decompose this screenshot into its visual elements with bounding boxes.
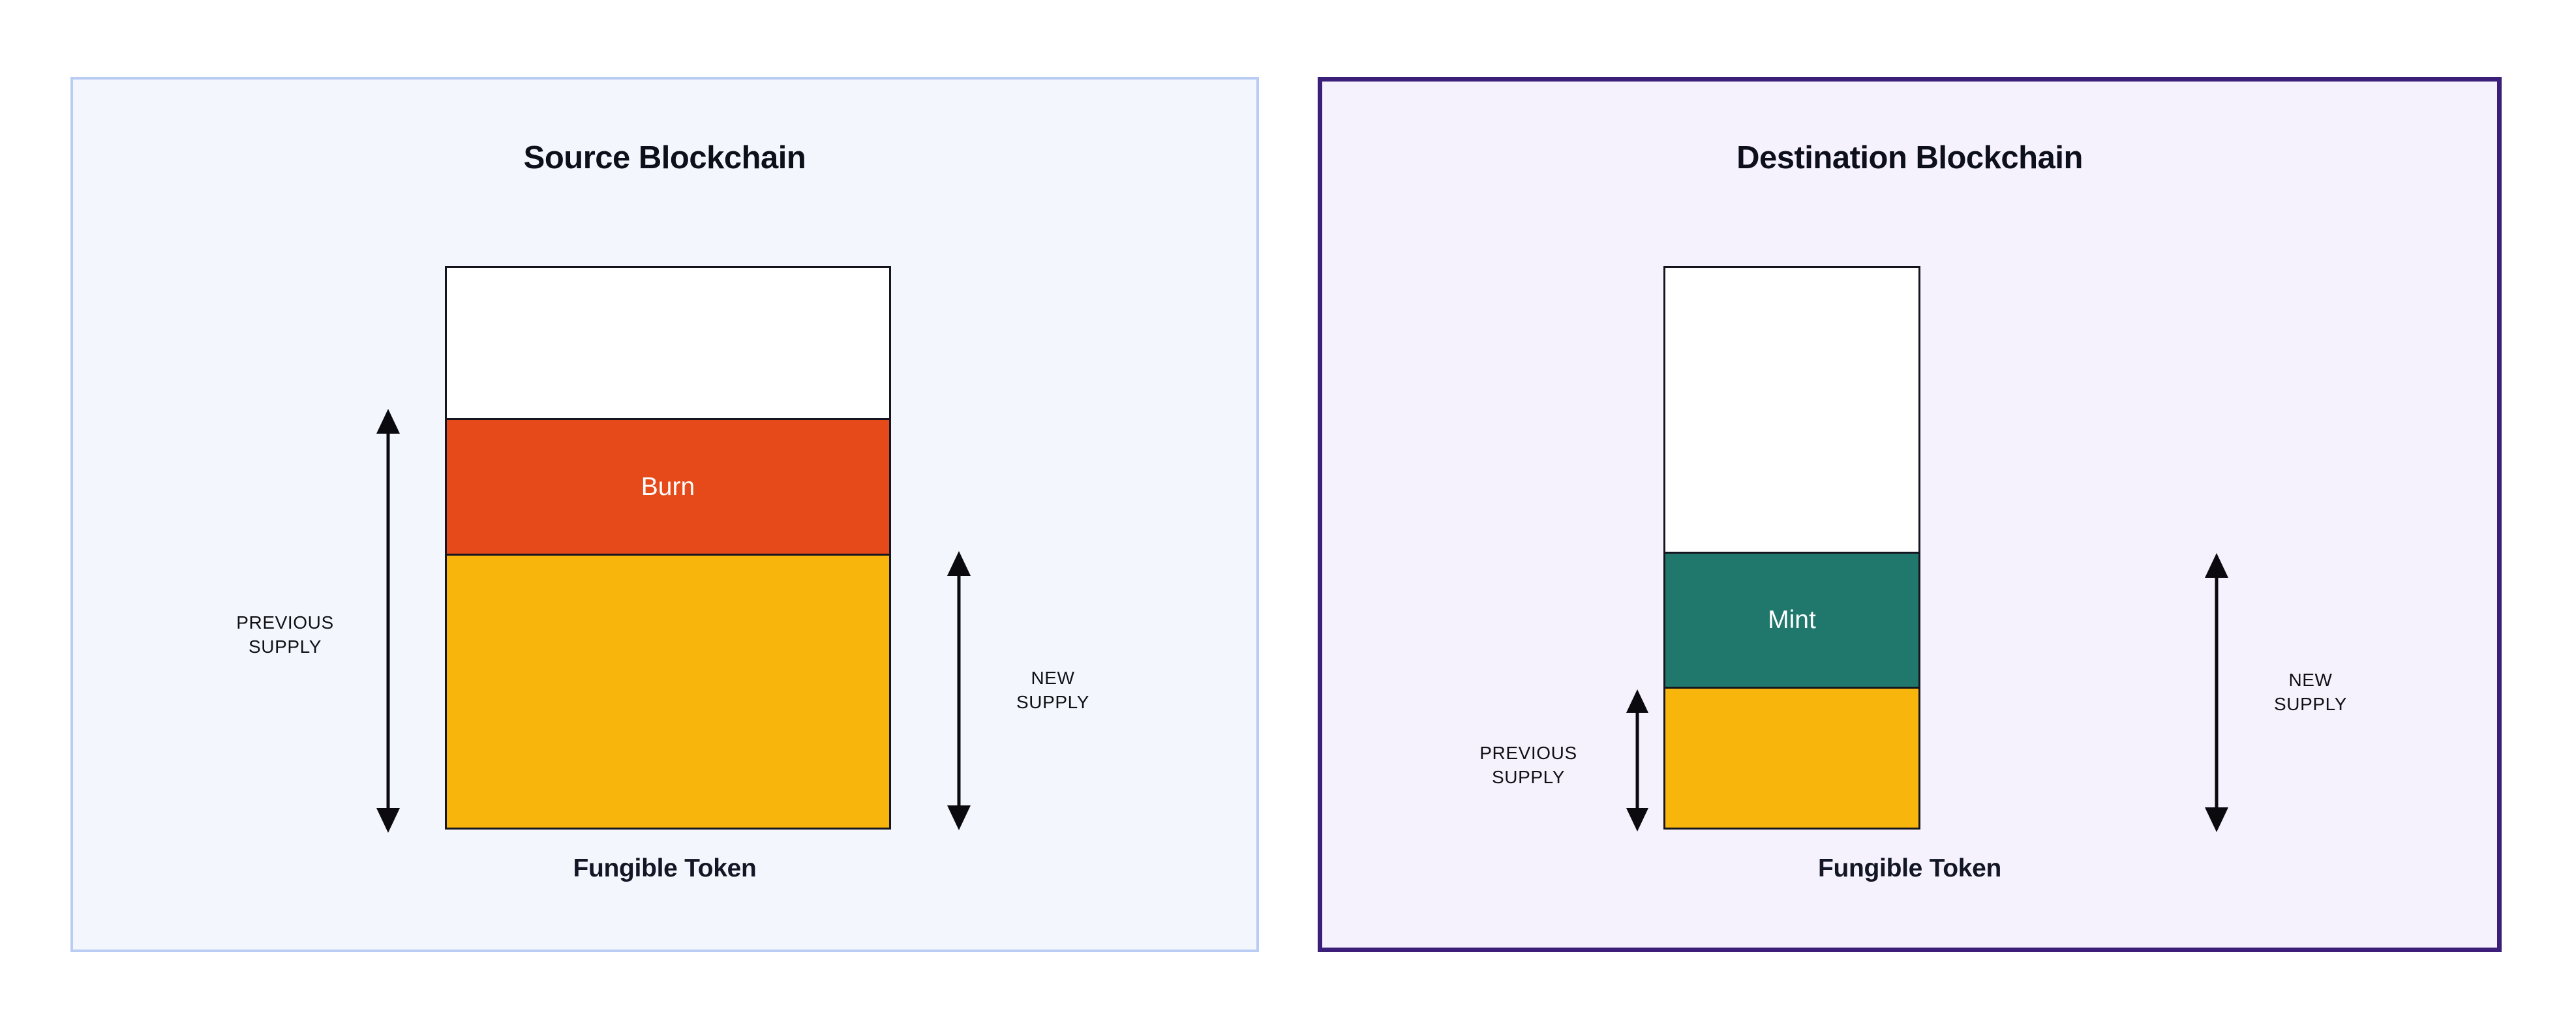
dimension-label-new-supply-source-line1: NEW — [1031, 668, 1075, 688]
bar-segment-burn-label: Burn — [641, 472, 695, 501]
dimension-arrow-previous-supply-destination — [1624, 689, 1650, 831]
page-title-destination: Destination Blockchain — [1736, 140, 2083, 175]
bar-segment-headroom-source — [447, 268, 889, 419]
dimension-arrow-previous-supply-source — [375, 409, 401, 833]
panel-footer-source: Fungible Token — [573, 854, 757, 882]
dimension-label-new-supply-destination-line2: SUPPLY — [2273, 693, 2348, 714]
dimension-label-previous-supply-source-line1: PREVIOUS — [236, 612, 334, 633]
dimension-label-new-supply-source-line2: SUPPLY — [1016, 691, 1090, 712]
dimension-label-previous-supply-source: PREVIOUS SUPPLY — [207, 611, 363, 659]
dimension-arrow-new-supply-destination — [2204, 553, 2230, 832]
supply-bar-source: Burn — [445, 266, 891, 830]
dimension-label-new-supply-destination: NEW SUPPLY — [2232, 668, 2389, 717]
bar-segment-burn: Burn — [447, 418, 889, 556]
page-title-source: Source Blockchain — [523, 140, 806, 175]
panel-source-blockchain: Source Blockchain Burn PREVIOUS SUPPLY — [70, 77, 1259, 952]
bar-segment-existing-supply-destination — [1665, 689, 1918, 828]
panel-footer-destination: Fungible Token — [1817, 854, 2002, 882]
dimension-label-new-supply-source: NEW SUPPLY — [975, 666, 1131, 715]
bar-segment-existing-supply-source — [447, 555, 889, 828]
dimension-label-previous-supply-source-line2: SUPPLY — [248, 636, 322, 657]
dimension-label-previous-supply-destination-line1: PREVIOUS — [1479, 743, 1577, 763]
dimension-arrow-new-supply-source — [946, 551, 972, 830]
bar-segment-mint: Mint — [1665, 551, 1918, 689]
panel-destination-blockchain: Destination Blockchain Mint PREVIOUS SUP… — [1318, 77, 2502, 952]
bar-segment-mint-label: Mint — [1768, 606, 1816, 635]
dimension-label-previous-supply-destination-line2: SUPPLY — [1491, 766, 1566, 787]
supply-bar-destination: Mint — [1663, 266, 1920, 830]
bar-segment-headroom-destination — [1665, 268, 1918, 552]
dimension-label-new-supply-destination-line1: NEW — [2288, 670, 2333, 690]
dimension-label-previous-supply-destination: PREVIOUS SUPPLY — [1450, 741, 1607, 790]
